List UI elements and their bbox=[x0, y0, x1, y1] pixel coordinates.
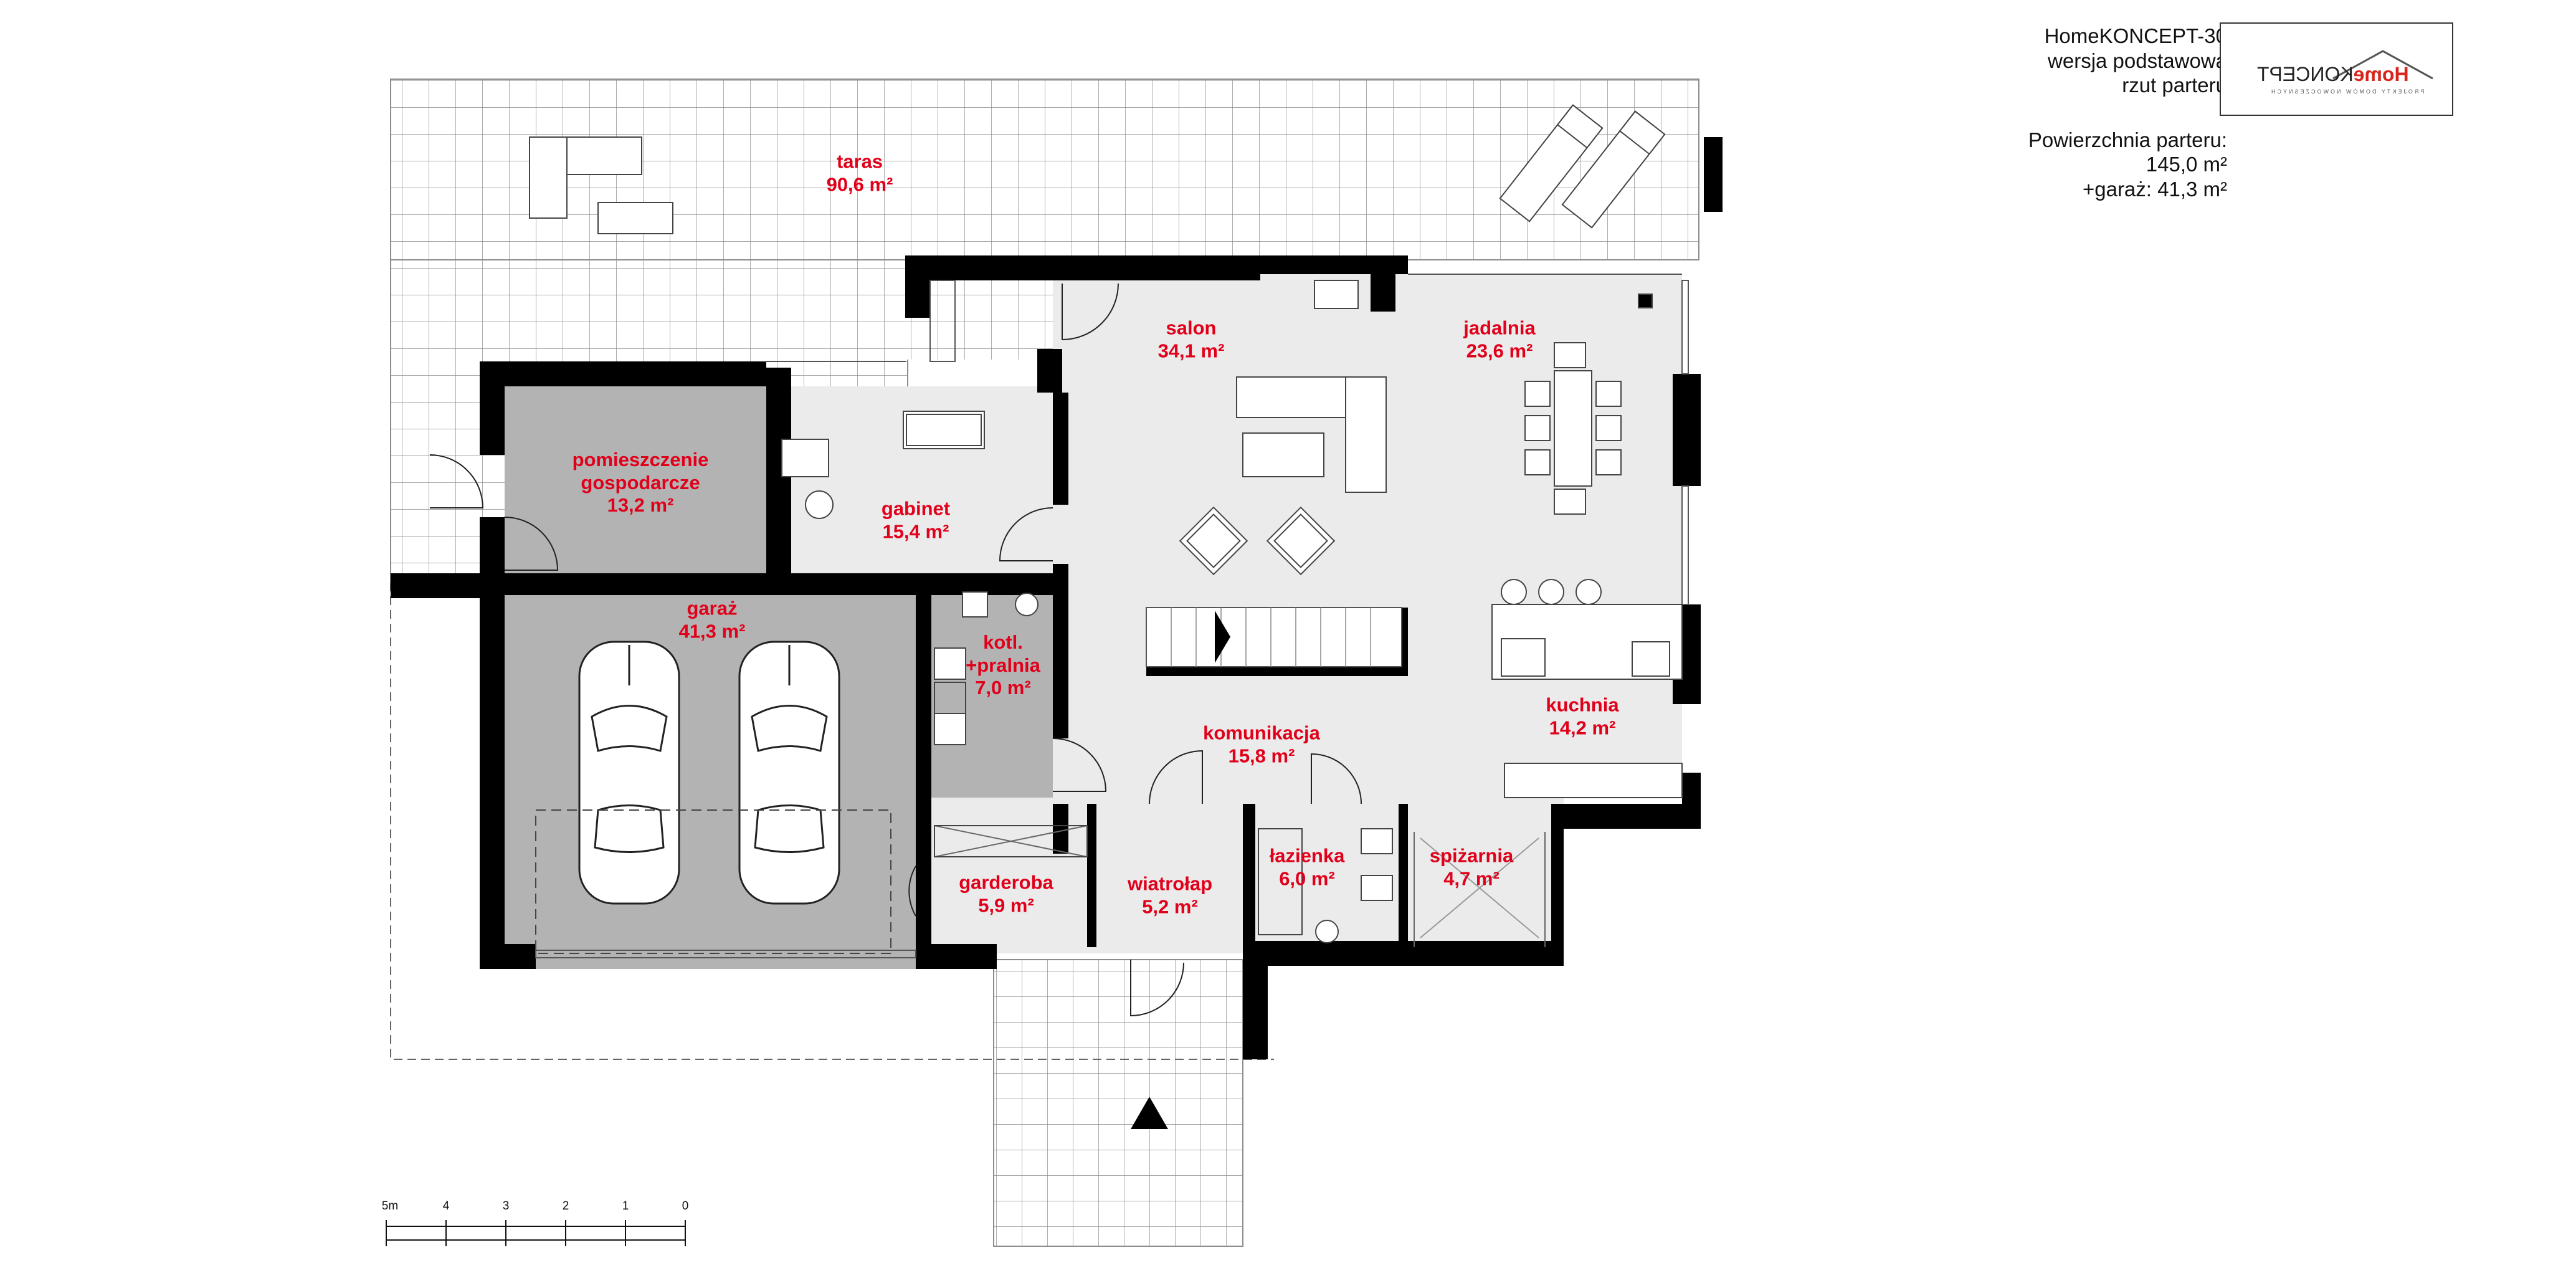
room-label-garderoba: garderoba 5,9 m² bbox=[959, 871, 1053, 916]
room-label-taras: taras 90,6 m² bbox=[826, 150, 893, 195]
doors bbox=[429, 283, 1362, 1017]
logo-wordmark: HomeKONCEPT bbox=[2257, 63, 2409, 85]
room-label-komunikacja: komunikacja 15,8 m² bbox=[1203, 722, 1320, 766]
scale-tick-1: 1 bbox=[622, 1200, 629, 1213]
entrance-path-tiles bbox=[993, 959, 1243, 1247]
scale-tick-4: 4 bbox=[442, 1200, 450, 1213]
room-label-jadalnia: jadalnia 23,6 m² bbox=[1463, 317, 1536, 361]
interior-floors bbox=[505, 274, 1682, 969]
room-label-wiatrolap: wiatrołap 5,2 m² bbox=[1127, 872, 1213, 917]
room-label-gabinet: gabinet 15,4 m² bbox=[881, 497, 951, 542]
project-name: HomeKONCEPT-30 bbox=[2044, 24, 2227, 47]
room-label-pomieszczenie-gospodarcze: pomieszczenie gospodarcze 13,2 m² bbox=[572, 449, 709, 517]
homekoncept-logo: HomeKONCEPT PROJEKTY DOMÓW NOWOCZESNYCH bbox=[2220, 22, 2453, 116]
sheet-title: rzut parteru bbox=[2122, 74, 2227, 97]
logo-tagline: PROJEKTY DOMÓW NOWOCZESNYCH bbox=[2269, 88, 2425, 95]
walls bbox=[391, 137, 1723, 1059]
room-label-garaz: garaż 41,3 m² bbox=[678, 597, 746, 642]
garage-area-value: +garaż: 41,3 m² bbox=[2082, 177, 2227, 201]
room-label-kuchnia: kuchnia 14,2 m² bbox=[1546, 694, 1619, 738]
dashed-outline bbox=[390, 583, 1274, 1060]
scale-tick-2: 2 bbox=[562, 1200, 569, 1213]
scale-tick-3: 3 bbox=[502, 1200, 510, 1213]
furniture bbox=[529, 104, 1683, 947]
project-info: HomeKONCEPT-30 wersja podstawowa rzut pa… bbox=[2028, 24, 2227, 202]
car-right bbox=[738, 641, 840, 905]
room-label-kotl-pralnia: kotl. +pralnia 7,0 m² bbox=[966, 631, 1040, 699]
car-left bbox=[578, 641, 680, 905]
garage-door-outline bbox=[535, 809, 891, 954]
room-label-spizarnia: spiżarnia 4,7 m² bbox=[1429, 844, 1514, 889]
area-summary-label: Powierzchnia parteru: bbox=[2028, 128, 2227, 151]
project-variant: wersja podstawowa bbox=[2048, 49, 2227, 72]
glazing bbox=[535, 274, 1689, 958]
floor-area-value: 145,0 m² bbox=[2146, 153, 2227, 176]
house-roof-icon bbox=[2332, 50, 2433, 80]
scale-bar bbox=[386, 1220, 686, 1246]
room-label-lazienka: łazienka 6,0 m² bbox=[1269, 844, 1345, 889]
staircase bbox=[1146, 607, 1402, 667]
scale-tick-5m: 5m bbox=[381, 1200, 399, 1213]
scale-tick-0: 0 bbox=[682, 1200, 689, 1213]
room-label-salon: salon 34,1 m² bbox=[1157, 317, 1225, 361]
entrance-arrow-icon bbox=[1131, 1097, 1168, 1129]
